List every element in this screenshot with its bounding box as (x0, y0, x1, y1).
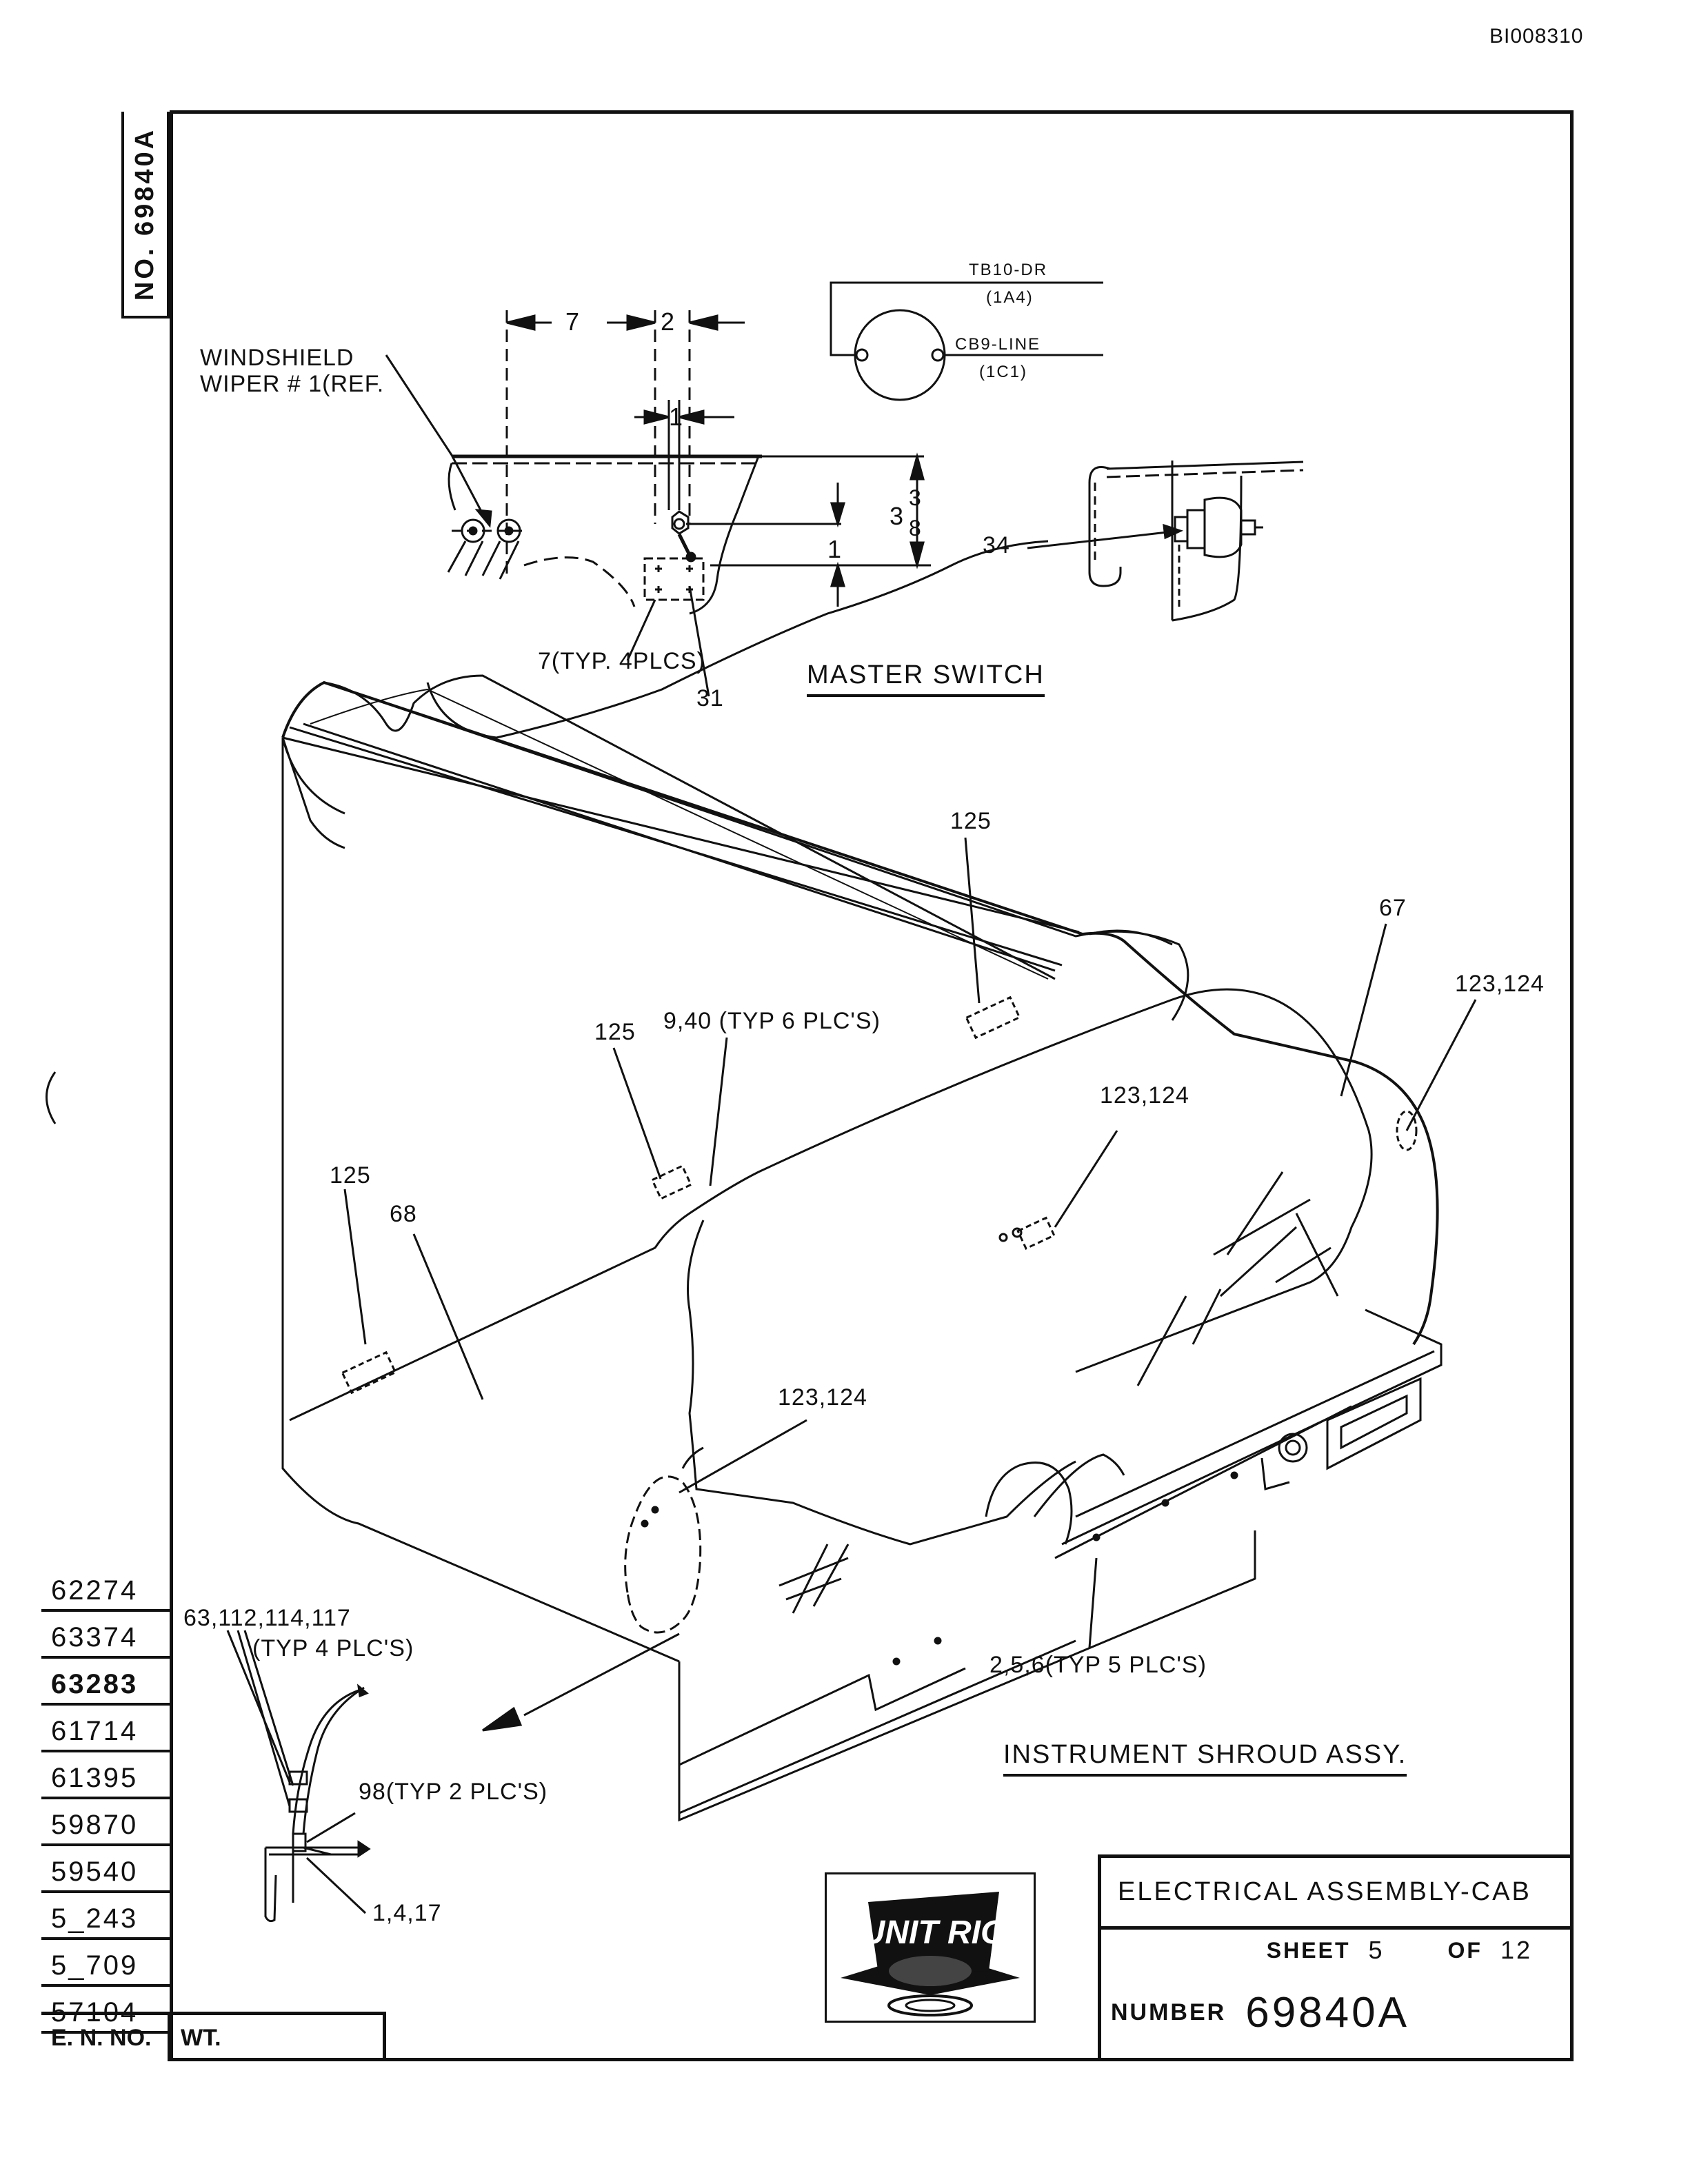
weight-label: WT. (171, 2015, 386, 2061)
revision-table: 62274 63374 63283 61714 61395 59870 5954… (41, 1565, 171, 2034)
of-value: 12 (1500, 1936, 1532, 1964)
dimension-7: 7 (565, 307, 580, 336)
revision-row: 63283 (41, 1659, 171, 1706)
callout-125-top: 125 (950, 808, 992, 834)
callout-125-left: 125 (330, 1162, 371, 1189)
callout-31: 31 (696, 685, 724, 711)
revision-row: 59870 (41, 1799, 171, 1846)
drawing-frame (170, 110, 1574, 2061)
margin-bracket (46, 1071, 57, 1124)
dimension-1-top: 1 (669, 403, 683, 431)
callout-123-124-mid: 123,124 (1100, 1082, 1189, 1109)
en-number-row: E. N. NO. WT. (41, 2012, 386, 2061)
sheet-value: 5 (1368, 1936, 1385, 1964)
master-switch-caption: MASTER SWITCH (807, 660, 1045, 697)
callout-125-mid: 125 (594, 1019, 636, 1045)
wire-1-ref: (1A4) (986, 288, 1034, 307)
revision-row: 5_243 (41, 1893, 171, 1940)
section-detail (226, 1630, 371, 1923)
number-value: 69840A (1245, 1988, 1409, 2036)
sheet-info: SHEET 5 OF 12 (1101, 1930, 1574, 1971)
sheet-label: SHEET (1266, 1937, 1351, 1963)
revision-row: 61714 (41, 1706, 171, 1752)
company-logo: UNIT RIG (825, 1872, 1036, 2023)
master-switch-detail (385, 281, 1304, 697)
revision-row: 61395 (41, 1752, 171, 1799)
dimension-2: 2 (661, 307, 675, 336)
side-number-box: NO. 69840A (121, 112, 170, 318)
en-number-label: E. N. NO. (41, 2015, 171, 2061)
instrument-shroud-drawing (281, 540, 1477, 1822)
logo-text: UNIT RIG (861, 1914, 1007, 1951)
shroud-caption: INSTRUMENT SHROUD ASSY. (1003, 1740, 1407, 1777)
callout-34: 34 (983, 532, 1010, 558)
logo-emblem: UNIT RIG (841, 1892, 1020, 2016)
document-id: BI008310 (1489, 25, 1584, 48)
dimension-frac-den: 8 (909, 516, 921, 540)
windshield-wiper-label-1: WINDSHIELD (200, 345, 354, 371)
revision-row: 59540 (41, 1846, 171, 1893)
dimension-3: 3 (890, 502, 904, 530)
revision-row: 63374 (41, 1612, 171, 1659)
callout-67: 67 (1379, 895, 1407, 921)
callout-1-4-17: 1,4,17 (372, 1900, 442, 1926)
dimension-frac-num: 3 (909, 485, 921, 510)
callout-123-124-right: 123,124 (1455, 971, 1545, 997)
callout-7-typ: 7(TYP. 4PLCS) (538, 648, 705, 674)
wire-2-ref: (1C1) (979, 363, 1028, 381)
callout-98: 98(TYP 2 PLC'S) (359, 1779, 548, 1805)
drawing-number: NUMBER 69840A (1101, 1971, 1574, 2054)
callout-63-typ: (TYP 4 PLC'S) (252, 1635, 414, 1661)
drawing-title: ELECTRICAL ASSEMBLY-CAB (1101, 1858, 1574, 1930)
windshield-wiper-label-2: WIPER # 1(REF. (200, 371, 385, 397)
callout-9-40: 9,40 (TYP 6 PLC'S) (663, 1008, 881, 1034)
number-label: NUMBER (1111, 1999, 1227, 2025)
revision-row: 5_709 (41, 1940, 171, 1987)
dimension-1-side: 1 (827, 535, 842, 563)
callout-68: 68 (390, 1201, 417, 1227)
wire-2-name: CB9-LINE (955, 335, 1041, 354)
callout-123-124-low: 123,124 (778, 1384, 867, 1410)
revision-row: 62274 (41, 1565, 171, 1612)
callout-63-112: 63,112,114,117 (183, 1605, 351, 1631)
wire-1-name: TB10-DR (969, 261, 1048, 279)
title-block: ELECTRICAL ASSEMBLY-CAB SHEET 5 OF 12 NU… (1098, 1854, 1574, 2061)
callout-2-5-6: 2,5,6(TYP 5 PLC'S) (989, 1652, 1207, 1678)
of-label: OF (1447, 1937, 1483, 1963)
